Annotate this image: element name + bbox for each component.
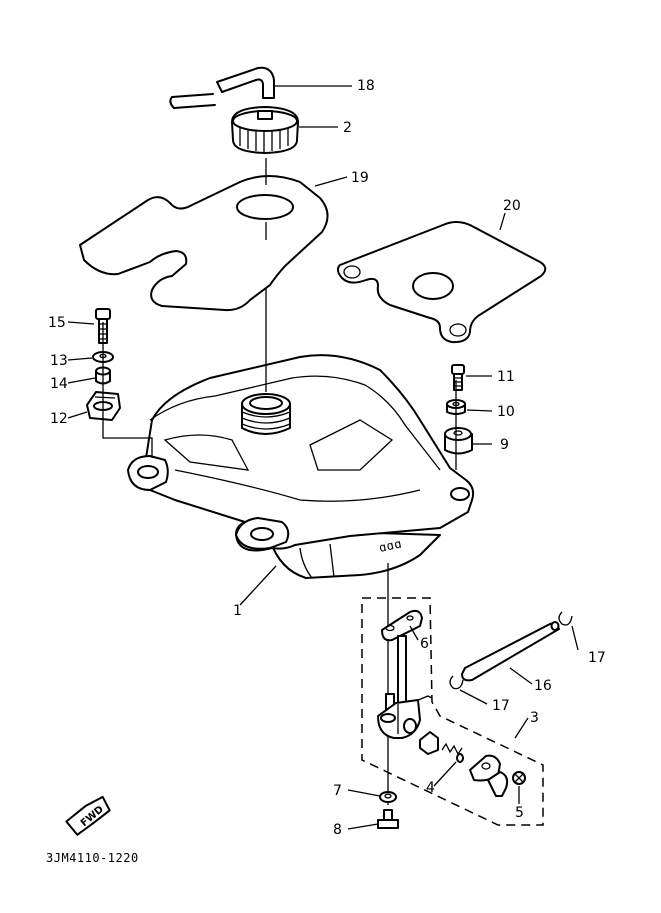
- forward-arrow-icon: FWD: [65, 795, 111, 836]
- callout-3: 3: [530, 710, 539, 726]
- part-5-screw[interactable]: [512, 771, 526, 785]
- callout-5: 5: [515, 805, 524, 821]
- callout-4: 4: [426, 780, 435, 796]
- part-2-fuel-cap[interactable]: [231, 106, 299, 154]
- callout-9: 9: [500, 437, 509, 453]
- callout-1: 1: [233, 603, 242, 619]
- callout-18: 18: [357, 78, 375, 94]
- callout-14: 14: [50, 376, 68, 392]
- callout-19: 19: [351, 170, 369, 186]
- part-8-drain-bolt[interactable]: [377, 809, 399, 829]
- callout-16: 16: [534, 678, 552, 694]
- callout-12: 12: [50, 411, 68, 427]
- callout-17-lower: 17: [492, 698, 510, 714]
- fuel-cock-body[interactable]: [377, 635, 433, 739]
- callout-15: 15: [48, 315, 66, 331]
- part-17-clip-upper[interactable]: [558, 611, 573, 626]
- callout-2: 2: [343, 120, 352, 136]
- callout-20: 20: [503, 198, 521, 214]
- callout-10: 10: [497, 404, 515, 420]
- callout-6: 6: [420, 636, 429, 652]
- part-7-washer[interactable]: [379, 791, 397, 803]
- tank-emboss-mark: ɑɑɑ: [378, 536, 404, 555]
- part-9-damper[interactable]: [444, 427, 473, 455]
- part-3-assembly-box: [361, 597, 544, 826]
- part-6-gasket[interactable]: [381, 609, 423, 642]
- callout-17-upper: 17: [588, 650, 606, 666]
- part-20-plate[interactable]: [336, 221, 547, 344]
- part-1-fuel-tank[interactable]: ɑɑɑ: [127, 354, 475, 579]
- part-19-tank-cover[interactable]: [79, 175, 329, 312]
- part-17-clip-lower[interactable]: [449, 675, 464, 690]
- callout-7: 7: [333, 783, 342, 799]
- part-4-spring-set[interactable]: [419, 731, 509, 797]
- callout-labels: 18 2 19 20 15 13 14 12 11 10 9 1 6 17 16…: [48, 78, 606, 838]
- drawing-code: 3JM4110-1220: [46, 851, 139, 865]
- callout-11: 11: [497, 369, 515, 385]
- part-18-breather-hose[interactable]: [169, 66, 275, 109]
- callout-13: 13: [50, 353, 68, 369]
- callout-8: 8: [333, 822, 342, 838]
- mount-axis-lines: [102, 322, 457, 470]
- part-11-bolt[interactable]: [451, 364, 465, 391]
- leader-lines: [67, 85, 579, 830]
- part-16-fuel-hose[interactable]: [461, 621, 560, 682]
